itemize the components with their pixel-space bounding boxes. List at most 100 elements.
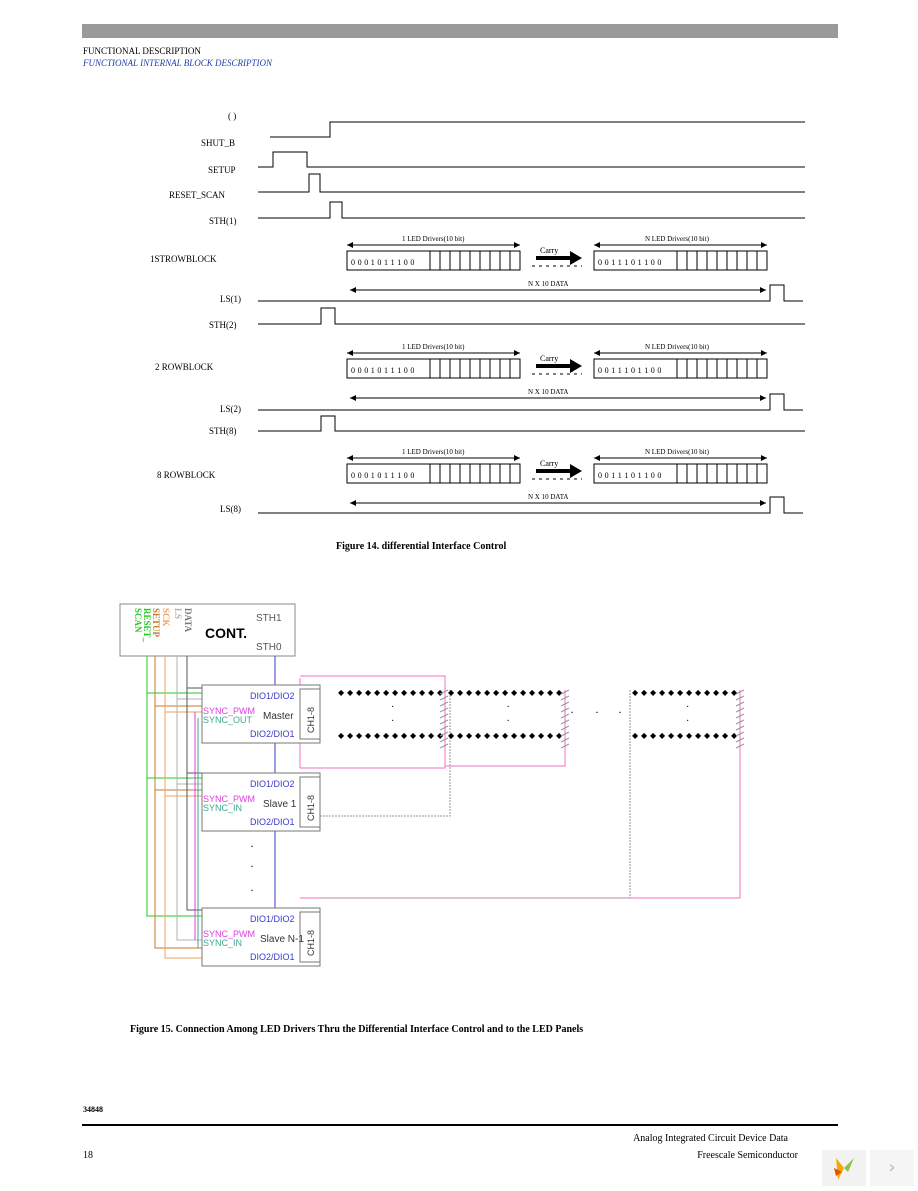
driver-name: Slave N-1 (260, 934, 304, 945)
svg-text:·: · (507, 702, 510, 713)
channel-label: CH1-8 (306, 795, 316, 821)
page-number: 18 (83, 1150, 93, 1161)
svg-text:◆: ◆ (338, 731, 345, 740)
dio-bottom-label: DIO2/DIO1 (250, 729, 295, 739)
sync-io-label: SYNC_IN (203, 803, 242, 813)
svg-text:◆: ◆ (448, 731, 455, 740)
bits-left: 0 0 0 1 0 1 1 1 0 0 (351, 471, 415, 480)
sth8-label: STH(8) (209, 426, 237, 436)
left-driver-label: 1 LED Drivers(10 bit) (402, 343, 465, 351)
svg-text:◆: ◆ (419, 688, 426, 697)
svg-text:◆: ◆ (659, 688, 666, 697)
right-driver-label: N LED Drivers(10 bit) (645, 235, 710, 243)
svg-text:·: · (391, 716, 394, 727)
bits-left: 0 0 0 1 0 1 1 1 0 0 (351, 366, 415, 375)
sth2-waveform (258, 307, 805, 325)
signal-setup: SETUP (208, 165, 236, 175)
svg-text:◆: ◆ (383, 688, 390, 697)
svg-text:◆: ◆ (437, 688, 444, 697)
svg-text:·: · (250, 839, 254, 853)
svg-text:◆: ◆ (428, 688, 435, 697)
svg-text:·: · (686, 702, 689, 713)
footer-rule (82, 1124, 838, 1126)
dio-top-label: DIO1/DIO2 (250, 779, 295, 789)
svg-text:◆: ◆ (695, 731, 702, 740)
footer-doc-title: Analog Integrated Circuit Device Data (633, 1133, 788, 1144)
svg-text:◆: ◆ (686, 731, 693, 740)
sync-pwm-label: SYNC_PWM (203, 706, 255, 716)
ctrl-signal-scan: SCAN (133, 608, 143, 633)
signal-shut-b: SHUT_B (201, 138, 235, 148)
svg-text:◆: ◆ (520, 731, 527, 740)
sth1-waveform (258, 201, 805, 219)
channel-label: CH1-8 (306, 707, 316, 733)
svg-text:◆: ◆ (722, 688, 729, 697)
svg-text:◆: ◆ (466, 688, 473, 697)
svg-text:◆: ◆ (401, 731, 408, 740)
footer-company: Freescale Semiconductor (697, 1150, 798, 1161)
svg-text:◆: ◆ (493, 731, 500, 740)
paren-label: ( ) (228, 111, 236, 121)
timing-diagram: ( ) SHUT_B SETUP RESET_SCAN STH(1) 1STRO… (150, 111, 805, 514)
data-span-label: N X 10 DATA (528, 388, 568, 396)
ctrl-signal-setup: SETUP (151, 608, 161, 638)
svg-text:◆: ◆ (677, 731, 684, 740)
left-driver-label: 1 LED Drivers(10 bit) (402, 235, 465, 243)
svg-text:◆: ◆ (428, 731, 435, 740)
controller-box (119, 603, 296, 657)
svg-text:◆: ◆ (410, 731, 417, 740)
svg-text:◆: ◆ (722, 731, 729, 740)
svg-text:◆: ◆ (529, 731, 536, 740)
svg-text:◆: ◆ (374, 731, 381, 740)
dio-top-label: DIO1/DIO2 (250, 914, 295, 924)
sync-pwm-label: SYNC_PWM (203, 794, 255, 804)
svg-text:·: · (570, 705, 574, 719)
data-span-label: N X 10 DATA (528, 493, 568, 501)
led-panel-3: ◆◆◆◆◆◆◆◆◆◆◆◆◆◆◆◆◆◆◆◆◆◆◆◆·· (632, 688, 745, 749)
left-driver-label: 1 LED Drivers(10 bit) (402, 448, 465, 456)
ctrl-signal-ls: LS (173, 608, 183, 619)
svg-text:◆: ◆ (695, 688, 702, 697)
svg-text:◆: ◆ (538, 731, 545, 740)
svg-text:◆: ◆ (511, 688, 518, 697)
svg-text:◆: ◆ (650, 688, 657, 697)
svg-text:◆: ◆ (356, 731, 363, 740)
channel-label: CH1-8 (306, 930, 316, 956)
svg-text:◆: ◆ (520, 688, 527, 697)
data-span-label: N X 10 DATA (528, 280, 568, 288)
shut-b-waveform (270, 121, 805, 138)
svg-text:◆: ◆ (529, 688, 536, 697)
section-header: FUNCTIONAL DESCRIPTION (83, 46, 201, 56)
svg-text:·: · (250, 883, 254, 897)
svg-text:◆: ◆ (457, 688, 464, 697)
svg-text:◆: ◆ (502, 688, 509, 697)
next-page-button[interactable]: › (870, 1150, 914, 1186)
signal-reset-scan: RESET_SCAN (169, 190, 226, 200)
sth8-waveform (258, 415, 805, 432)
part-number: 34848 (83, 1105, 103, 1114)
reset-scan-waveform (258, 173, 805, 193)
svg-text:◆: ◆ (338, 688, 345, 697)
svg-text:◆: ◆ (374, 688, 381, 697)
svg-text:◆: ◆ (466, 731, 473, 740)
ls8-waveform (258, 496, 803, 514)
svg-text:◆: ◆ (641, 688, 648, 697)
bits-right: 0 0 1 1 1 0 1 1 0 0 (598, 258, 662, 267)
svg-text:◆: ◆ (392, 688, 399, 697)
svg-text:◆: ◆ (547, 688, 554, 697)
figure-14-caption: Figure 14. differential Interface Contro… (336, 541, 507, 552)
svg-text:◆: ◆ (677, 688, 684, 697)
svg-text:◆: ◆ (547, 731, 554, 740)
svg-text:◆: ◆ (704, 688, 711, 697)
svg-text:◆: ◆ (713, 688, 720, 697)
freescale-logo-icon (822, 1150, 866, 1186)
setup-waveform (258, 151, 805, 168)
svg-text:◆: ◆ (502, 731, 509, 740)
dio-bottom-label: DIO2/DIO1 (250, 952, 295, 962)
ls2-label: LS(2) (220, 404, 241, 414)
svg-text:◆: ◆ (383, 731, 390, 740)
ls1-label: LS(1) (220, 294, 241, 304)
svg-text:◆: ◆ (356, 688, 363, 697)
driver-name: Slave 1 (263, 799, 297, 810)
